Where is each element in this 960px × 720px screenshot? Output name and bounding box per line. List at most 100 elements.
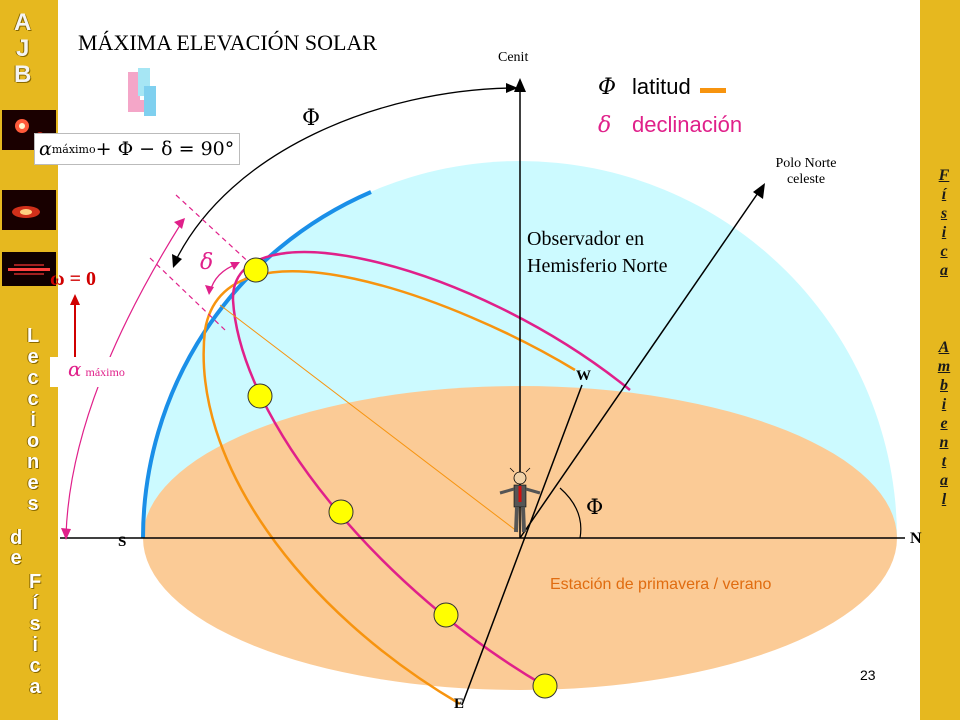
delta-arrowhead-2 [205,285,214,295]
sidebar-letter: A [938,339,950,356]
sidebar-letter: a [940,472,948,489]
sidebar-letter: e [27,472,39,494]
sidebar-letter: s [27,493,39,515]
polo-norte-line2: celeste [786,172,826,187]
season-label: Estación de primavera / verano [550,576,772,593]
sidebar-letter: s [29,613,41,635]
polo-norte-label: Polo Norte celeste [760,156,852,188]
polar-axis [519,189,761,539]
sun-ray [219,304,519,533]
page-number: 23 [860,667,876,683]
observer-line2: Hemisferio Norte [527,255,668,277]
sidebar-letter: i [30,409,36,431]
phi-arc-arrowhead-bottom [172,254,182,268]
sidebar-letter: a [29,676,41,698]
phi-arc [174,87,513,263]
sidebar-letter: i [32,634,38,656]
sidebar-letter: n [27,451,40,473]
sidebar-letter: F [29,571,42,593]
logo-letter: B [14,61,32,88]
sidebar-letter: c [27,388,39,410]
observer-line1: Observador en [527,228,645,250]
sidebar-letter: b [940,377,948,394]
right-sidebar [920,0,960,720]
sidebar-letter: e [940,415,948,432]
sidebar-letter: l [941,491,947,508]
west-label: W [576,368,591,384]
de-label: d e [10,528,22,568]
phi-ground-arc [559,487,582,539]
sidebar-letter: L [27,325,40,347]
legend-declinacion: δ declinación [598,112,742,138]
legend-label: latitud [632,74,691,99]
fisica-label: F í s i c a [29,572,41,698]
sun-1 [243,257,269,283]
sidebar-letter: n [939,434,949,451]
sidebar-letter: c [29,655,41,677]
legend-latitud: Φ latitud [598,74,691,100]
sidebar-letter: F [938,167,950,184]
legend-swatch [700,88,726,93]
delta-arrowhead-1 [230,262,240,270]
sun-5 [532,673,558,699]
fisica-ambiental-word1: F í s i c a [932,166,956,280]
sidebar-letter: i [941,224,947,241]
ajb-logo: A J B [14,10,31,88]
alpha-arrowhead-top [174,218,185,229]
spectrum-thumbnail [2,190,56,230]
formula-sub: máximo [51,142,96,156]
sun-3 [328,499,354,525]
phi-symbol: Φ [598,74,617,100]
sidebar-letter: c [27,367,39,389]
alpha-symbol: α [68,357,82,381]
zenith-arrowhead [514,78,526,92]
sidebar-letter: s [940,205,948,222]
omega-label: ω = 0 [50,268,97,290]
delta-guide-1 [175,194,256,269]
east-label: E [454,696,465,712]
sidebar-letter: t [941,453,947,470]
south-label: S [118,534,127,550]
laser-thumbnail [2,252,56,286]
phi-ground-label: Φ [586,495,604,519]
orange-sun-path [202,270,576,706]
fisica-ambiental-word2: A m b i e n t a l [932,338,956,509]
delta-label: δ [200,250,214,275]
pink-sun-path [231,250,631,688]
north-label: N [910,530,922,547]
sidebar-letter: m [937,358,951,375]
page-title: MÁXIMA ELEVACIÓN SOLAR [78,30,378,55]
sidebar-letter: d [10,527,23,549]
polo-norte-line1: Polo Norte [775,156,837,171]
sidebar-letter: o [27,430,40,452]
delta-symbol: δ [598,112,612,138]
sidebar-letter: i [941,396,947,413]
phi-arc-arrowhead-top [506,83,518,93]
alpha-sub: máximo [85,365,125,379]
observer-figure [499,467,541,533]
legend-label: declinación [632,112,743,137]
sidebar-letter: c [940,243,948,260]
logo-letter: A [14,9,32,36]
phi-arc-label: Φ [302,106,321,131]
sidebar-letter: e [27,346,39,368]
alpha-arrowhead-bottom [61,528,71,540]
sidebar-letter: a [940,262,948,279]
observer-label: Observador en Hemisferio Norte [527,226,668,280]
sidebar-letter: e [10,547,22,569]
sun-4 [433,602,459,628]
sidebar-letter: í [32,592,38,614]
lecciones-label: L e c c i o n e s [27,326,39,515]
formula-alpha: α [39,138,52,160]
decor-logo-icon [128,68,156,116]
east-west-axis [461,384,583,706]
alpha-label-box: α máximo [50,357,146,387]
polar-arrowhead [753,183,765,199]
sun-2 [247,383,273,409]
cenit-label: Cenit [498,50,529,65]
formula-rest: + Φ − δ = 90° [95,138,235,160]
omega-arrowhead [70,294,80,305]
logo-letter: J [15,35,30,62]
